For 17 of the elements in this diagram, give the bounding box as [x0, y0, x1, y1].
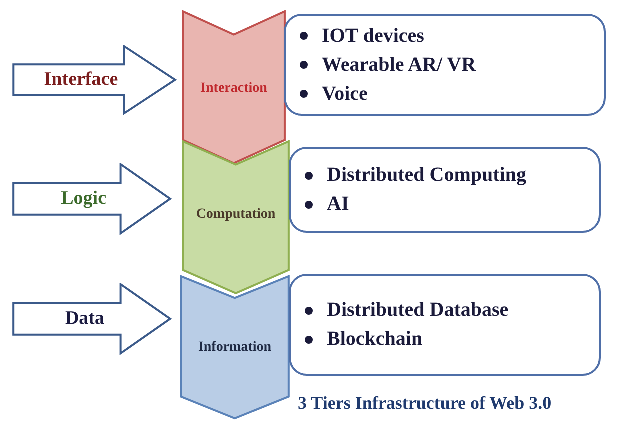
tier-label: Information	[198, 341, 272, 355]
bullet-item: Blockchain	[327, 327, 423, 352]
text-box	[289, 274, 601, 376]
bullet-item: Distributed Computing	[327, 163, 526, 188]
bullet-item: Voice	[322, 82, 368, 106]
tier-label: Logic	[61, 189, 107, 208]
tier-label: Data	[65, 309, 104, 328]
caption: 3 Tiers Infrastructure of Web 3.0	[298, 393, 552, 414]
bullet-item: IOT devices	[322, 24, 424, 48]
bullet-item: Distributed Database	[327, 298, 509, 323]
bullet-item: AI	[327, 192, 350, 217]
bullet-item: Wearable AR/ VR	[322, 52, 476, 78]
text-box	[289, 147, 601, 233]
tier-label: Computation	[196, 208, 276, 222]
text-box	[284, 14, 606, 116]
tier-label: Interface	[44, 70, 118, 89]
tier-label: Interaction	[200, 82, 268, 96]
